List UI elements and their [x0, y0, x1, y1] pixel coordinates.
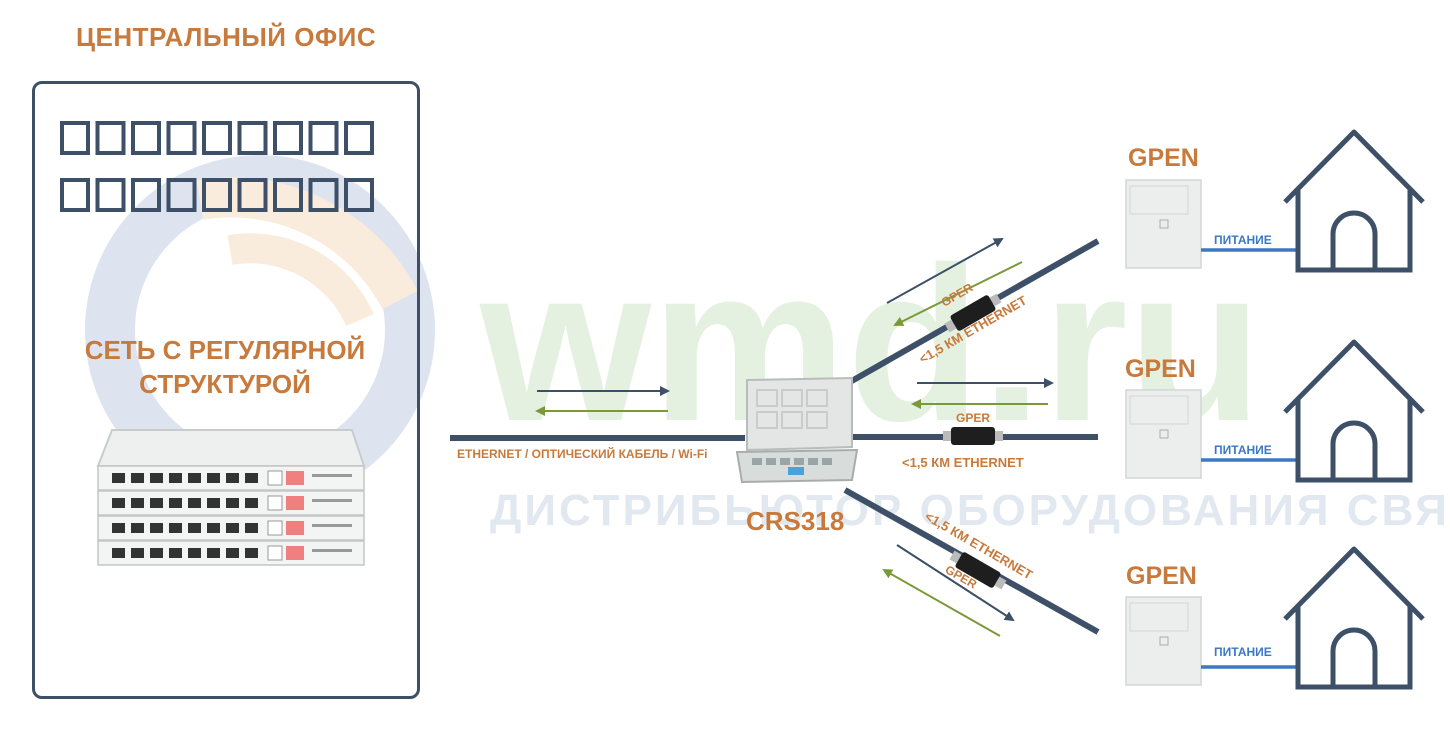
office-workstation-square: [273, 178, 303, 212]
house-door-icon: [1330, 210, 1378, 270]
office-workstation-square: [131, 121, 161, 155]
office-workstation-square: [202, 121, 232, 155]
switch-label: CRS318: [746, 506, 845, 536]
watermark-arc-orange-inner: [227, 233, 374, 327]
office-title: ЦЕНТРАЛЬНЫЙ ОФИС: [76, 22, 377, 52]
router-unit: [97, 465, 365, 491]
gper-injector-top: [944, 293, 1002, 333]
router-unit: [97, 515, 365, 541]
house-roof-icon: [1283, 129, 1425, 204]
router-rack: [96, 429, 366, 566]
office-workstation-square: [166, 121, 197, 155]
power-label-1: ПИТАНИЕ: [1214, 233, 1272, 247]
office-workstation-square: [60, 121, 90, 155]
watermark-tagline: ДИСТРИБЬЮТОР ОБОРУДОВАНИЯ СВЯЗИ: [490, 486, 1450, 535]
office-box: [32, 81, 420, 699]
network-label-line2: СТРУКТУРОЙ: [139, 369, 311, 399]
office-workstation-square: [344, 178, 374, 212]
office-workstation-square: [95, 178, 126, 212]
gpen-label-3: GPEN: [1126, 562, 1197, 590]
gpen-device: [1125, 389, 1202, 479]
router-unit: [97, 540, 365, 566]
gpen-label-1: GPEN: [1128, 144, 1199, 172]
branch-bottom-arrow-in: [882, 569, 1001, 637]
network-label: СЕТЬ С РЕГУЛЯРНОЙ СТРУКТУРОЙ: [40, 333, 410, 401]
crs318-switch: [735, 376, 859, 484]
endpoints: [1125, 129, 1425, 690]
office-workstation-square: [131, 178, 161, 212]
house-roof-icon: [1283, 339, 1425, 414]
house-door-icon: [1330, 627, 1378, 687]
office-workstation-square: [308, 121, 339, 155]
house-roof-icon: [1283, 546, 1425, 621]
gper-injector-middle: [943, 427, 1003, 445]
gpen-device: [1125, 179, 1202, 269]
gpen-device: [1125, 596, 1202, 686]
gpen-label-2: GPEN: [1125, 355, 1196, 383]
endpoint-3: [1125, 546, 1425, 690]
office-workstation-square: [308, 178, 339, 212]
power-label-2: ПИТАНИЕ: [1214, 443, 1272, 457]
branch-middle-gper-label: GPER: [956, 411, 991, 425]
branch-bottom-arrow-out: [896, 544, 1015, 622]
router-unit: [97, 490, 365, 516]
house-walls-icon: [1295, 190, 1413, 273]
office-workstation-square: [95, 121, 126, 155]
office-workstation-square: [344, 121, 374, 155]
house-walls-icon: [1295, 400, 1413, 483]
network-label-line1: СЕТЬ С РЕГУЛЯРНОЙ: [84, 335, 366, 365]
office-workstation-square: [237, 121, 268, 155]
office-workstation-square: [273, 121, 303, 155]
watermark-arc-orange: [196, 177, 418, 310]
uplink-label: ETHERNET / ОПТИЧЕСКИЙ КАБЕЛЬ / Wi-Fi: [457, 447, 708, 461]
branch-middle-distance-label: <1,5 КМ ETHERNET: [902, 455, 1024, 470]
endpoint-1: [1125, 129, 1425, 273]
office-workstation-square: [237, 178, 268, 212]
office-workstation-square: [202, 178, 232, 212]
branch-top-arrow-in: [893, 261, 1023, 326]
power-label-3: ПИТАНИЕ: [1214, 645, 1272, 659]
office-workstation-square: [60, 178, 90, 212]
gper-injector-bottom: [949, 550, 1007, 590]
branch-top-arrow-out: [886, 238, 1004, 304]
house-walls-icon: [1295, 607, 1413, 690]
endpoint-2: [1125, 339, 1425, 483]
office-grid: [60, 121, 374, 212]
house-door-icon: [1330, 420, 1378, 480]
office-workstation-square: [166, 178, 197, 212]
